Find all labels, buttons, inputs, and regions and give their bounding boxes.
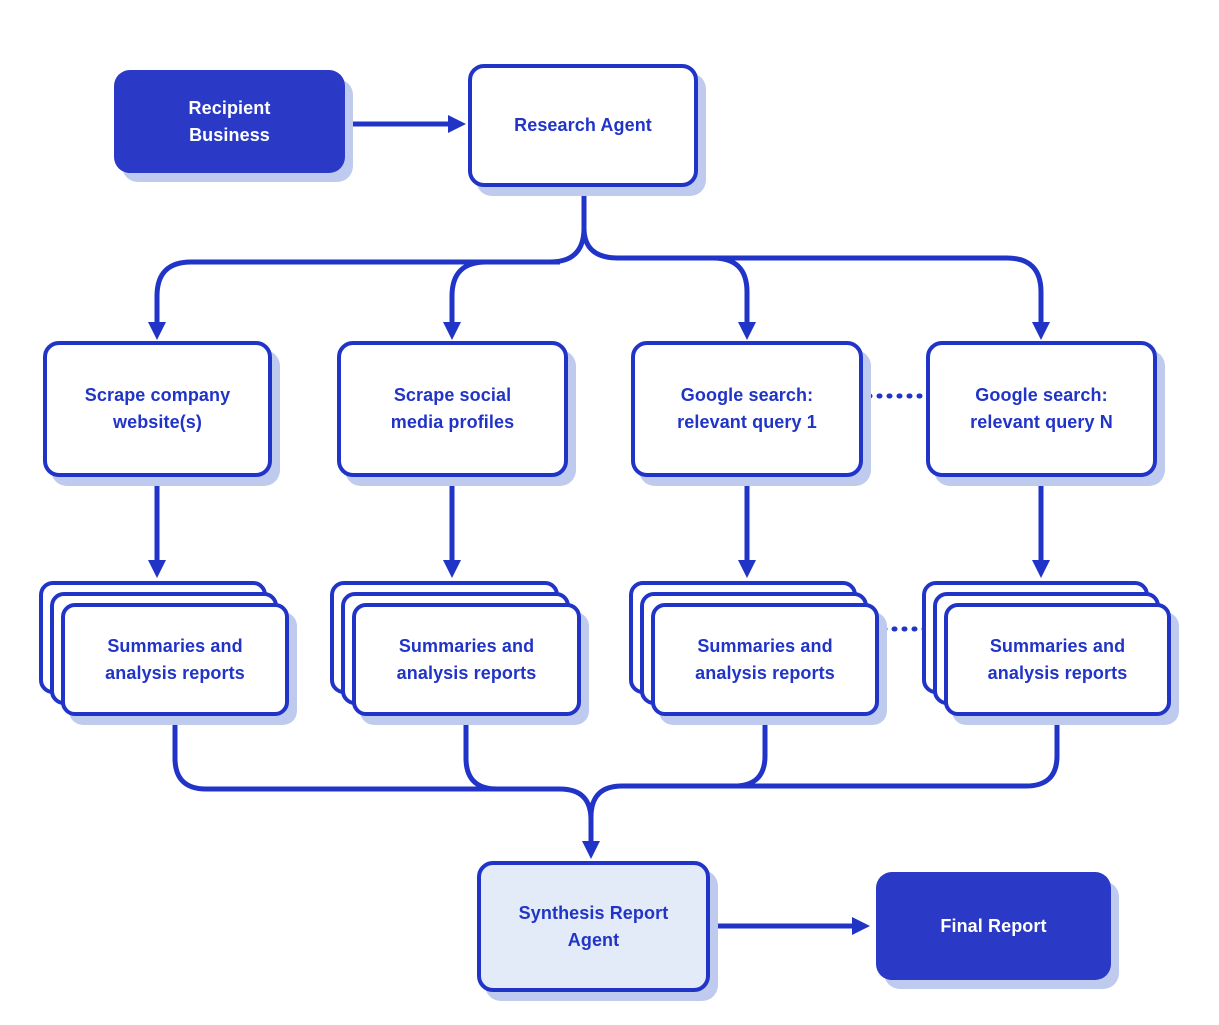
stack-card-front: Summaries and analysis reports xyxy=(651,603,879,716)
node-label: Google search: relevant query 1 xyxy=(677,385,817,432)
node-label: Final Report xyxy=(940,915,1047,936)
node-label: Google search: relevant query N xyxy=(970,385,1113,432)
node-label: Summaries and analysis reports xyxy=(987,635,1128,683)
edge-summaries-social-to-synthesis xyxy=(463,716,498,792)
arrowhead xyxy=(1032,322,1050,340)
node-label: Summaries and analysis reports xyxy=(105,635,245,683)
arrowhead xyxy=(448,115,466,133)
edge-research-to-scrape-website xyxy=(154,187,587,324)
edge-summaries-query-n-to-synthesis xyxy=(588,716,1060,818)
edge-summaries-website-to-synthesis xyxy=(172,716,594,821)
node-final-report: Final Report xyxy=(876,872,1111,980)
node-summaries-query-1: Summaries and analysis reports xyxy=(629,581,879,716)
node-label: Scrape company website(s) xyxy=(84,385,231,432)
arrowhead xyxy=(738,560,756,578)
edge-summaries-query-1-to-synthesis xyxy=(733,716,768,789)
node-label: Recipient Business xyxy=(188,97,271,145)
node-synthesis-report-agent: Synthesis Report Agent xyxy=(477,861,710,992)
stack-card-front: Summaries and analysis reports xyxy=(352,603,581,716)
node-label: Summaries and analysis reports xyxy=(695,635,835,683)
edge-research-to-scrape-social xyxy=(449,259,560,324)
arrowhead xyxy=(443,560,461,578)
edge-research-to-google-1 xyxy=(581,227,1044,324)
stack-card-front: Summaries and analysis reports xyxy=(944,603,1171,716)
arrowhead xyxy=(738,322,756,340)
node-google-search-query-1: Google search: relevant query 1 xyxy=(631,341,863,477)
node-scrape-company-website: Scrape company website(s) xyxy=(43,341,272,477)
arrowhead xyxy=(148,560,166,578)
node-summaries-social: Summaries and analysis reports xyxy=(330,581,581,716)
node-label: Scrape social media profiles xyxy=(390,385,515,432)
node-research-agent: Research Agent xyxy=(468,64,698,187)
node-scrape-social-media: Scrape social media profiles xyxy=(337,341,568,477)
arrowhead xyxy=(852,917,870,935)
node-recipient-business: Recipient Business xyxy=(114,70,345,173)
node-google-search-query-n: Google search: relevant query N xyxy=(926,341,1157,477)
arrowhead xyxy=(443,322,461,340)
arrowhead xyxy=(1032,560,1050,578)
node-label: Research Agent xyxy=(514,115,652,135)
node-label: Synthesis Report Agent xyxy=(518,902,669,950)
arrowhead xyxy=(582,841,600,859)
node-summaries-website: Summaries and analysis reports xyxy=(39,581,289,716)
edge-research-to-google-n xyxy=(650,255,750,324)
arrowhead xyxy=(148,322,166,340)
stack-card-front: Summaries and analysis reports xyxy=(61,603,289,716)
node-label: Summaries and analysis reports xyxy=(396,635,537,683)
node-summaries-query-n: Summaries and analysis reports xyxy=(922,581,1171,716)
